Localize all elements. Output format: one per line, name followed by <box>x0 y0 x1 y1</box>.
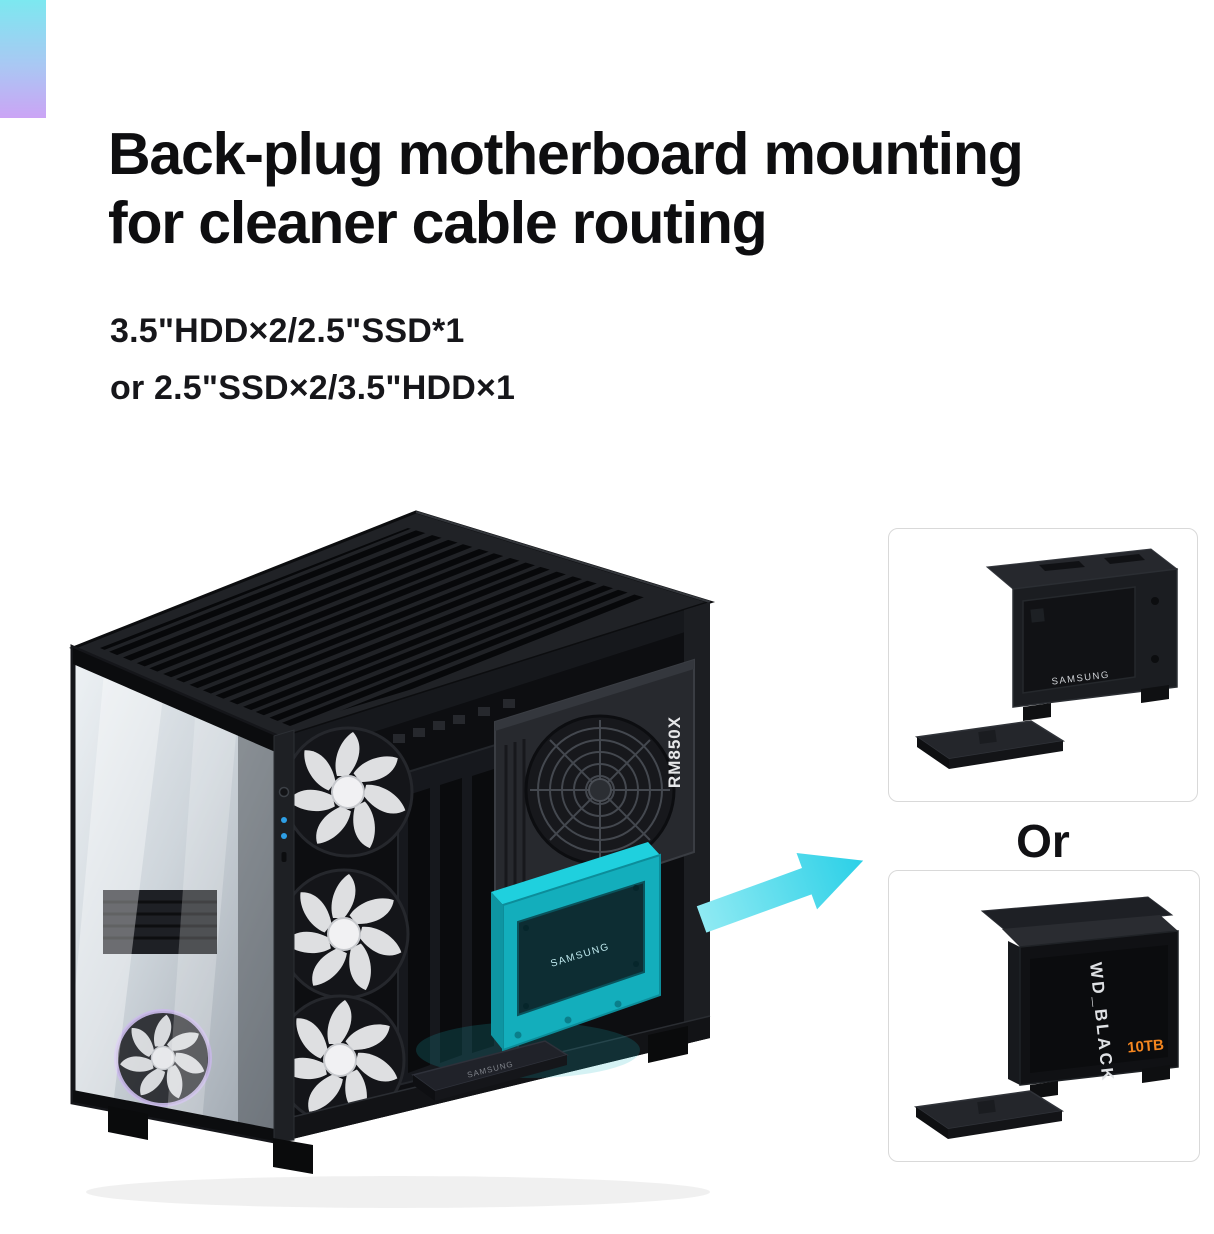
front-pillar <box>273 729 295 1143</box>
front-fan-stack <box>274 726 414 1126</box>
title-line-1: Back-plug motherboard mounting <box>108 121 1024 187</box>
psu-model-label: RM850X <box>665 716 684 788</box>
teal-drive-bracket: SAMSUNG <box>491 842 661 1052</box>
usb-port-led-2 <box>281 833 287 839</box>
psu-fan-grille <box>524 714 676 866</box>
ssd-bracket: SAMSUNG <box>985 548 1179 721</box>
spec-line-2: or 2.5"SSD×2/3.5"HDD×1 <box>110 369 516 408</box>
ssd-bracket-illustration: SAMSUNG <box>914 548 1179 769</box>
case-interior: RM850X SAMSUNG <box>274 602 711 1142</box>
heatsink-behind-glass <box>103 890 217 954</box>
mount-option-2-photo: WD_BLACK 10TB <box>888 870 1200 1162</box>
flat-ssd <box>913 1090 1065 1139</box>
hdd-bracket: WD_BLACK 10TB <box>980 896 1179 1099</box>
mount-option-1-photo: SAMSUNG <box>888 528 1198 802</box>
motherboard-area <box>397 736 519 1087</box>
audio-jack <box>281 852 287 862</box>
rgb-fan <box>114 1009 212 1107</box>
spec-line-1: 3.5"HDD×2/2.5"SSD*1 <box>110 312 465 350</box>
title-line-2: for cleaner cable routing <box>108 190 768 257</box>
usb-port-led <box>281 817 287 823</box>
tempered-glass-panel <box>70 644 283 1146</box>
floor-ssd: SAMSUNG <box>411 1040 569 1101</box>
drive-spec-lines: 3.5"HDD×2/2.5"SSD*1 or 2.5"SSD×2/3.5"HDD… <box>110 303 515 417</box>
pc-case-illustration: RM850X SAMSUNG <box>69 510 716 1208</box>
power-button <box>278 786 290 798</box>
psu-unit: RM850X <box>494 658 695 920</box>
arrow-icon <box>688 832 888 944</box>
pc-case-photo: RM850X SAMSUNG <box>48 490 738 1234</box>
case-top-vent-panel <box>69 510 716 740</box>
or-label: Or <box>1016 815 1070 867</box>
case-feet <box>108 1026 688 1174</box>
flat-ssd <box>914 720 1066 769</box>
case-shadow <box>86 1176 710 1208</box>
hdd-capacity-label: 10TB <box>1127 1036 1165 1056</box>
hdd-bracket-illustration: WD_BLACK 10TB <box>913 896 1179 1139</box>
brand-gradient-badge <box>0 0 46 118</box>
page-title: Back-plug motherboard mounting for clean… <box>108 120 1188 258</box>
